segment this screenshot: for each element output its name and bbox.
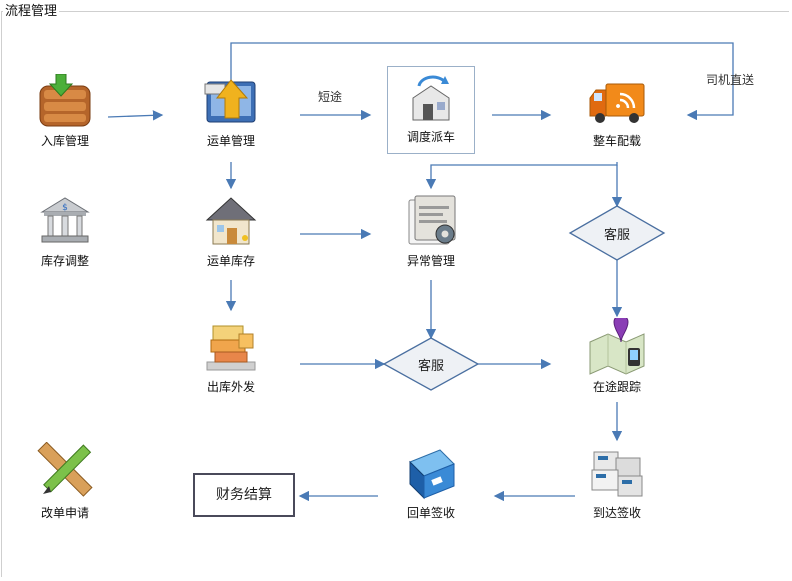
dispatch-highlight-box	[387, 66, 475, 154]
edge-label-short-haul: 短途	[318, 90, 343, 104]
waybill-upload-icon	[204, 79, 256, 123]
node-label: 异常管理	[406, 254, 455, 268]
svg-text:$: $	[62, 203, 68, 213]
node-outbound[interactable]: 出库外发	[176, 318, 286, 395]
node-exception[interactable]: 异常管理	[376, 192, 486, 269]
document-gear-icon	[408, 195, 456, 245]
parcels-icon	[591, 451, 643, 497]
node-label: 运单库存	[206, 254, 255, 268]
node-tracking[interactable]: 在途跟踪	[562, 318, 672, 395]
arrow-driver-direct	[230, 42, 734, 121]
node-label: 改单申请	[40, 506, 89, 520]
node-label: 到达签收	[592, 506, 641, 520]
node-waybill[interactable]: 运单管理	[176, 74, 286, 149]
node-label: 在途跟踪	[592, 380, 641, 394]
decision-label-cs2: 客服	[417, 359, 444, 374]
stacked-boxes-icon	[206, 325, 256, 371]
node-label: 整车配载	[592, 134, 641, 148]
finance-settlement-box[interactable]: 财务结算	[193, 473, 295, 517]
node-arrival-sign[interactable]: 到达签收	[562, 444, 672, 521]
decision-diamond-cs1	[568, 205, 666, 261]
node-modify-request[interactable]: 改单申请	[10, 442, 120, 521]
node-label: 回单签收	[406, 506, 455, 520]
decision-diamond-cs2	[382, 337, 480, 391]
crate-icon	[39, 74, 91, 127]
panel-frame	[1, 11, 789, 577]
node-label: 调度派车	[406, 130, 455, 144]
node-label: 出库外发	[206, 380, 255, 394]
map-pin-icon	[589, 318, 645, 375]
node-receipt-sign[interactable]: 回单签收	[376, 444, 486, 521]
node-label: 入库管理	[40, 134, 89, 148]
node-waybill-stock[interactable]: 运单库存	[176, 192, 286, 269]
binder-icon	[409, 449, 455, 500]
delivery-truck-icon	[589, 83, 645, 123]
node-label: 库存调整	[40, 254, 89, 268]
decision-label-cs1: 客服	[603, 228, 630, 243]
node-inbound[interactable]: 入库管理	[10, 74, 120, 149]
warehouse-dispatch-icon	[412, 75, 450, 121]
panel-title: 流程管理	[3, 4, 60, 20]
node-dispatch[interactable]: 调度派车	[376, 74, 486, 145]
house-icon	[205, 197, 257, 245]
arrow-inbound-to-waybill	[107, 110, 164, 121]
node-label: 运单管理	[206, 134, 255, 148]
node-truckload[interactable]: 整车配载	[562, 74, 672, 149]
arrow-truckload-to-exception	[425, 162, 618, 190]
ruler-pencil-icon	[37, 442, 93, 497]
bank-icon: $	[40, 197, 90, 243]
edge-label-driver-direct: 司机直送	[706, 73, 755, 87]
node-stock-adjust[interactable]: $ 库存调整	[10, 192, 120, 269]
